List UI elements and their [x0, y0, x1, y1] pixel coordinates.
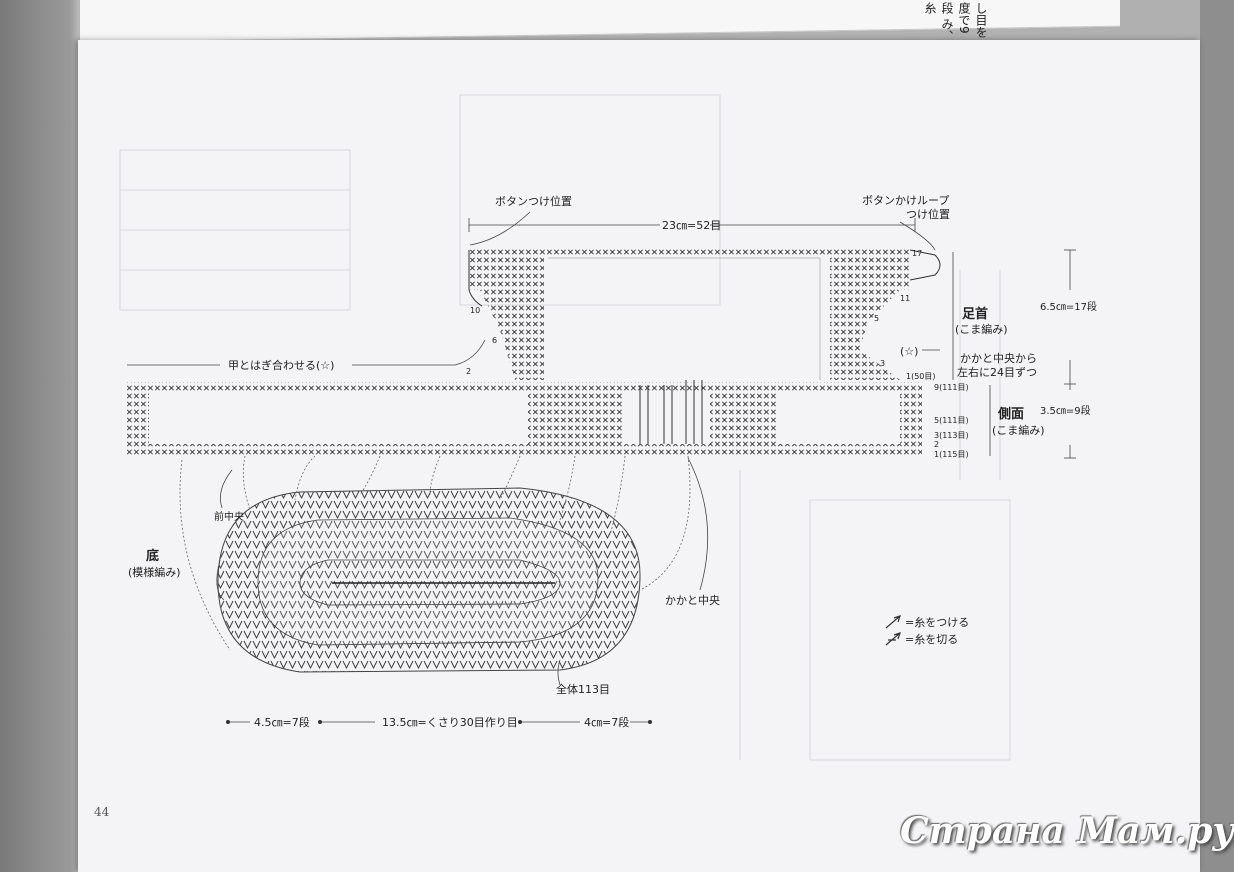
legend-cut-label: =糸を切る — [905, 633, 958, 646]
dim-mid-label: 13.5㎝=くさり30目作り目 — [382, 716, 518, 729]
legend: =糸をつける =糸を切る — [905, 616, 969, 646]
side-row-2: 2 — [934, 440, 939, 449]
heel-center-label-1: かかと中央から — [960, 352, 1037, 365]
ankle-sub: (こま編み) — [955, 322, 1008, 336]
row-11: 11 — [900, 294, 910, 303]
side-row-5: 5(111目) — [934, 416, 969, 425]
ankle-title: 足首 — [962, 306, 988, 322]
yarn-attach-icon — [885, 615, 901, 629]
side-title: 側面 — [997, 406, 1024, 422]
row-numbers: 17 11 10 6 5 3 2 1(50目) 9(111目) 5(111目) … — [466, 249, 969, 459]
row-2: 2 — [466, 367, 471, 376]
yarn-cut-icon — [885, 632, 901, 646]
previous-page-text: し目を 度で9段 み、糸 — [923, 2, 988, 42]
page-number: 44 — [94, 805, 110, 819]
row-17: 17 — [912, 249, 922, 258]
loop-position-label-1: ボタンかけループ — [862, 194, 949, 207]
crochet-chart: ボタンつけ位置 ボタンかけループ つけ位置 23㎝=52目 甲とはぎ合わせる(☆… — [119, 94, 1097, 761]
total-stitches-label: 全体113目 — [556, 682, 610, 696]
star-label: (☆) — [900, 345, 918, 358]
row-1-50: 1(50目) — [906, 372, 936, 381]
heel-center-label-2: 左右に24目ずつ — [957, 365, 1037, 379]
side-sub: (こま編み) — [992, 423, 1045, 437]
show-through-ghost — [119, 94, 1011, 761]
dimension-dots — [226, 720, 652, 724]
legend-attach-label: =糸をつける — [905, 616, 969, 629]
sole-title: 底 — [146, 548, 159, 564]
join-note-label: 甲とはぎ合わせる(☆) — [228, 358, 334, 372]
top-width-label: 23㎝=52目 — [662, 219, 721, 232]
side-row-3: 3(113目) — [934, 431, 969, 440]
side-row-9: 9(111目) — [934, 383, 969, 392]
leader-lines — [127, 211, 1076, 723]
row-5: 5 — [874, 314, 879, 323]
row-10: 10 — [470, 306, 480, 315]
row-3: 3 — [880, 359, 885, 368]
diagram-labels: ボタンつけ位置 ボタンかけループ つけ位置 23㎝=52目 甲とはぎ合わせる(☆… — [128, 194, 1097, 729]
ankle-strap — [468, 248, 941, 380]
sole-oval — [217, 487, 641, 673]
front-center-label: 前中央 — [214, 510, 244, 523]
button-position-label: ボタンつけ位置 — [495, 194, 572, 208]
guide-lines — [179, 455, 691, 651]
site-watermark: Страна Мам.ру — [900, 810, 1234, 852]
heel-center-sole-label: かかと中央 — [665, 594, 720, 607]
dim-right-label: 4㎝=7段 — [584, 715, 629, 729]
height-bottom-label: 3.5㎝=9段 — [1040, 404, 1091, 417]
dim-left-label: 4.5㎝=7段 — [254, 715, 310, 729]
row-6: 6 — [492, 336, 497, 345]
side-band — [127, 380, 922, 456]
sole-sub: (模様編み) — [128, 565, 181, 579]
loop-position-label-2: つけ位置 — [906, 207, 950, 221]
side-row-1: 1(115目) — [934, 450, 969, 459]
height-top-label: 6.5㎝=17段 — [1040, 300, 1097, 313]
legend-icons — [885, 615, 901, 646]
